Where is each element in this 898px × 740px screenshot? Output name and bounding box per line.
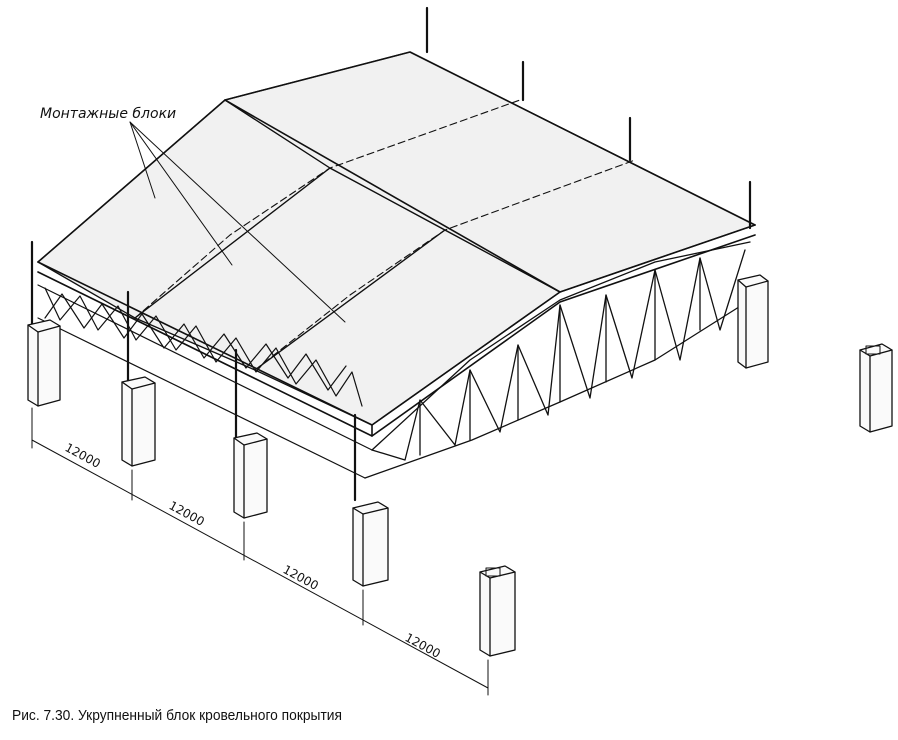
dimension-label-3: 12000 bbox=[281, 562, 321, 593]
dimension-label-1: 12000 bbox=[63, 440, 103, 471]
block-joints bbox=[134, 99, 636, 371]
dimension-line bbox=[31, 407, 489, 696]
callout-label: Монтажные блоки bbox=[40, 106, 176, 122]
foundation-7 bbox=[859, 343, 893, 433]
callout-leaders bbox=[129, 121, 346, 323]
foundation-5 bbox=[479, 565, 516, 657]
figure-caption: Рис. 7.30. Укрупненный блок кровельного … bbox=[12, 707, 342, 724]
column-posts bbox=[30, 6, 752, 502]
front-truss bbox=[37, 284, 373, 479]
foundation-6 bbox=[737, 274, 769, 369]
roof-outline bbox=[37, 51, 756, 437]
roof-surface bbox=[37, 51, 756, 426]
dimension-label-4: 12000 bbox=[403, 630, 443, 661]
foundation-3 bbox=[233, 432, 268, 519]
foundations bbox=[27, 274, 893, 657]
side-truss bbox=[364, 241, 751, 479]
foundation-4 bbox=[352, 501, 389, 587]
foundation-1 bbox=[27, 319, 61, 407]
foundation-2 bbox=[121, 376, 156, 467]
